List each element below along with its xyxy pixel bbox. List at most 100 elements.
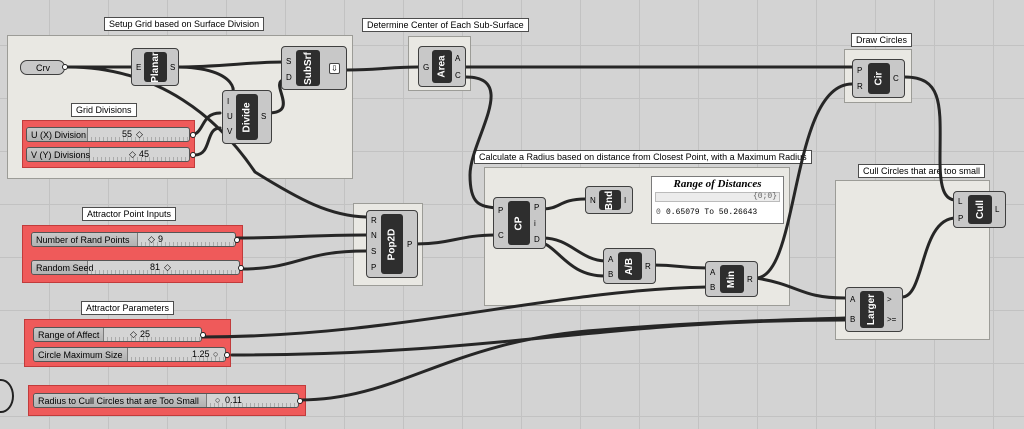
- cp-input-c[interactable]: C: [498, 231, 504, 240]
- slider-grip-icon[interactable]: ◇: [136, 129, 143, 139]
- cir-output-c[interactable]: C: [893, 74, 899, 83]
- cull-input-p[interactable]: P: [958, 214, 964, 223]
- slider-grip-icon[interactable]: ○: [215, 395, 221, 405]
- slider-output-grip[interactable]: [190, 152, 196, 158]
- rand-points-slider[interactable]: Number of Rand Points ◇9: [31, 232, 236, 247]
- rand-points-track: ◇9: [138, 233, 235, 246]
- min-input-b[interactable]: B: [710, 283, 716, 292]
- circle-max-size-value[interactable]: 1.25: [192, 349, 210, 359]
- slider-output-grip[interactable]: [200, 332, 206, 338]
- min-core: Min: [720, 265, 744, 293]
- larger-input-b[interactable]: B: [850, 315, 856, 324]
- pop2d-output-p[interactable]: P: [407, 240, 413, 249]
- cull-input-l[interactable]: L: [958, 197, 963, 206]
- cull-radius-value[interactable]: 0.11: [225, 395, 242, 405]
- slider-output-grip[interactable]: [234, 237, 240, 243]
- cull-radius-slider[interactable]: Radius to Cull Circles that are Too Smal…: [33, 393, 299, 408]
- ab-output-r[interactable]: R: [645, 262, 651, 271]
- min-output-r[interactable]: R: [747, 275, 753, 284]
- v-division-slider[interactable]: V (Y) Divisions ◇45: [26, 147, 190, 162]
- crv-param[interactable]: Crv: [20, 60, 65, 75]
- pop2d-input-s[interactable]: S: [371, 247, 377, 256]
- range-of-affect-label: Range of Affect: [34, 328, 104, 341]
- pop2d-input-p[interactable]: P: [371, 263, 377, 272]
- pop2d-component[interactable]: R N S P Pop2D P: [366, 210, 418, 278]
- slider-output-grip[interactable]: [238, 265, 244, 271]
- cir-component[interactable]: P R Cir C: [852, 59, 905, 98]
- slider-output-grip[interactable]: [297, 398, 303, 404]
- range-of-distances-panel[interactable]: Range of Distances {0;0} 0 0.65079 To 50…: [651, 176, 784, 224]
- area-component[interactable]: G Area A C: [418, 46, 466, 87]
- cir-input-p[interactable]: P: [857, 66, 863, 75]
- u-division-slider[interactable]: U (X) Division 55◇: [26, 127, 190, 142]
- slider-grip-icon[interactable]: ◇: [164, 262, 171, 272]
- subsrf-core: SubSrf: [296, 50, 320, 86]
- canvas-navigation-widget[interactable]: [0, 379, 14, 413]
- divide-input-u[interactable]: U: [227, 112, 233, 121]
- pop2d-input-n[interactable]: N: [371, 231, 377, 240]
- area-output-a[interactable]: A: [455, 54, 461, 63]
- divide-input-v[interactable]: V: [227, 127, 233, 136]
- pop2d-input-r[interactable]: R: [371, 216, 377, 225]
- slider-grip-icon[interactable]: ◇: [130, 329, 137, 339]
- cp-output-d[interactable]: D: [534, 235, 540, 244]
- random-seed-slider[interactable]: Random Seed 81◇: [31, 260, 240, 275]
- divide-component[interactable]: I U V Divide S: [222, 90, 272, 144]
- min-component[interactable]: A B Min R: [705, 261, 758, 297]
- slider-output-grip[interactable]: [224, 352, 230, 358]
- area-output-c[interactable]: C: [455, 71, 461, 80]
- random-seed-label: Random Seed: [32, 261, 94, 274]
- larger-core: Larger: [860, 291, 884, 328]
- cir-input-r[interactable]: R: [857, 82, 863, 91]
- subsrf-input-s[interactable]: S: [286, 57, 292, 66]
- panel-index: 0: [656, 208, 661, 217]
- ab-input-b[interactable]: B: [608, 270, 614, 279]
- larger-output-gt[interactable]: >: [887, 295, 892, 304]
- u-division-label: U (X) Division: [27, 128, 88, 141]
- larger-component[interactable]: A B Larger > >=: [845, 287, 903, 332]
- slider-grip-icon[interactable]: ◇: [148, 234, 155, 244]
- random-seed-value[interactable]: 81: [150, 262, 161, 272]
- slider-output-grip[interactable]: [190, 132, 196, 138]
- u-division-value[interactable]: 55: [122, 129, 133, 139]
- subsrf-component[interactable]: S D SubSrf ⇩: [281, 46, 347, 90]
- slider-grip-icon[interactable]: ◇: [129, 149, 136, 159]
- slider-grip-icon[interactable]: ○: [213, 349, 219, 359]
- cp-input-p[interactable]: P: [498, 206, 504, 215]
- area-input-g[interactable]: G: [423, 63, 430, 72]
- planar-output-s[interactable]: S: [170, 63, 176, 72]
- cull-radius-label: Radius to Cull Circles that are Too Smal…: [34, 394, 207, 407]
- larger-input-a[interactable]: A: [850, 295, 856, 304]
- cp-component[interactable]: P C CP P i D: [493, 197, 546, 249]
- group-title-grid-divisions: Grid Divisions: [71, 103, 137, 117]
- subsrf-input-d[interactable]: D: [286, 73, 292, 82]
- bnd-component[interactable]: N Bnd I: [585, 186, 633, 214]
- cull-component[interactable]: L P Cull L: [953, 191, 1006, 228]
- v-division-track: ◇45: [90, 148, 189, 161]
- group-title-attractor-params: Attractor Parameters: [81, 301, 175, 315]
- ab-component[interactable]: A B A/B R: [603, 248, 656, 284]
- rand-points-value[interactable]: 9: [158, 234, 164, 244]
- circle-max-size-slider[interactable]: Circle Maximum Size 1.25○: [33, 347, 226, 362]
- divide-output-s[interactable]: S: [261, 112, 267, 121]
- circle-max-size-label: Circle Maximum Size: [34, 348, 128, 361]
- planar-input-e[interactable]: E: [136, 63, 142, 72]
- larger-output-gte[interactable]: >=: [887, 315, 897, 324]
- cull-output-l[interactable]: L: [995, 205, 1000, 214]
- cp-output-p[interactable]: P: [534, 203, 540, 212]
- ab-input-a[interactable]: A: [608, 255, 614, 264]
- bnd-input-n[interactable]: N: [590, 196, 596, 205]
- range-of-affect-value[interactable]: 25: [140, 329, 151, 339]
- crv-output[interactable]: [62, 64, 68, 70]
- bnd-output-i[interactable]: I: [624, 196, 627, 205]
- area-core: Area: [432, 50, 452, 83]
- rand-points-label: Number of Rand Points: [32, 233, 138, 246]
- cp-output-i[interactable]: i: [534, 219, 536, 228]
- flatten-icon[interactable]: ⇩: [329, 63, 340, 74]
- group-title-draw-circles: Draw Circles: [851, 33, 913, 47]
- v-division-value[interactable]: 45: [139, 149, 150, 159]
- planar-component[interactable]: E Planar S: [131, 48, 179, 86]
- divide-input-i[interactable]: I: [227, 97, 230, 106]
- min-input-a[interactable]: A: [710, 268, 716, 277]
- range-of-affect-slider[interactable]: Range of Affect ◇25: [33, 327, 202, 342]
